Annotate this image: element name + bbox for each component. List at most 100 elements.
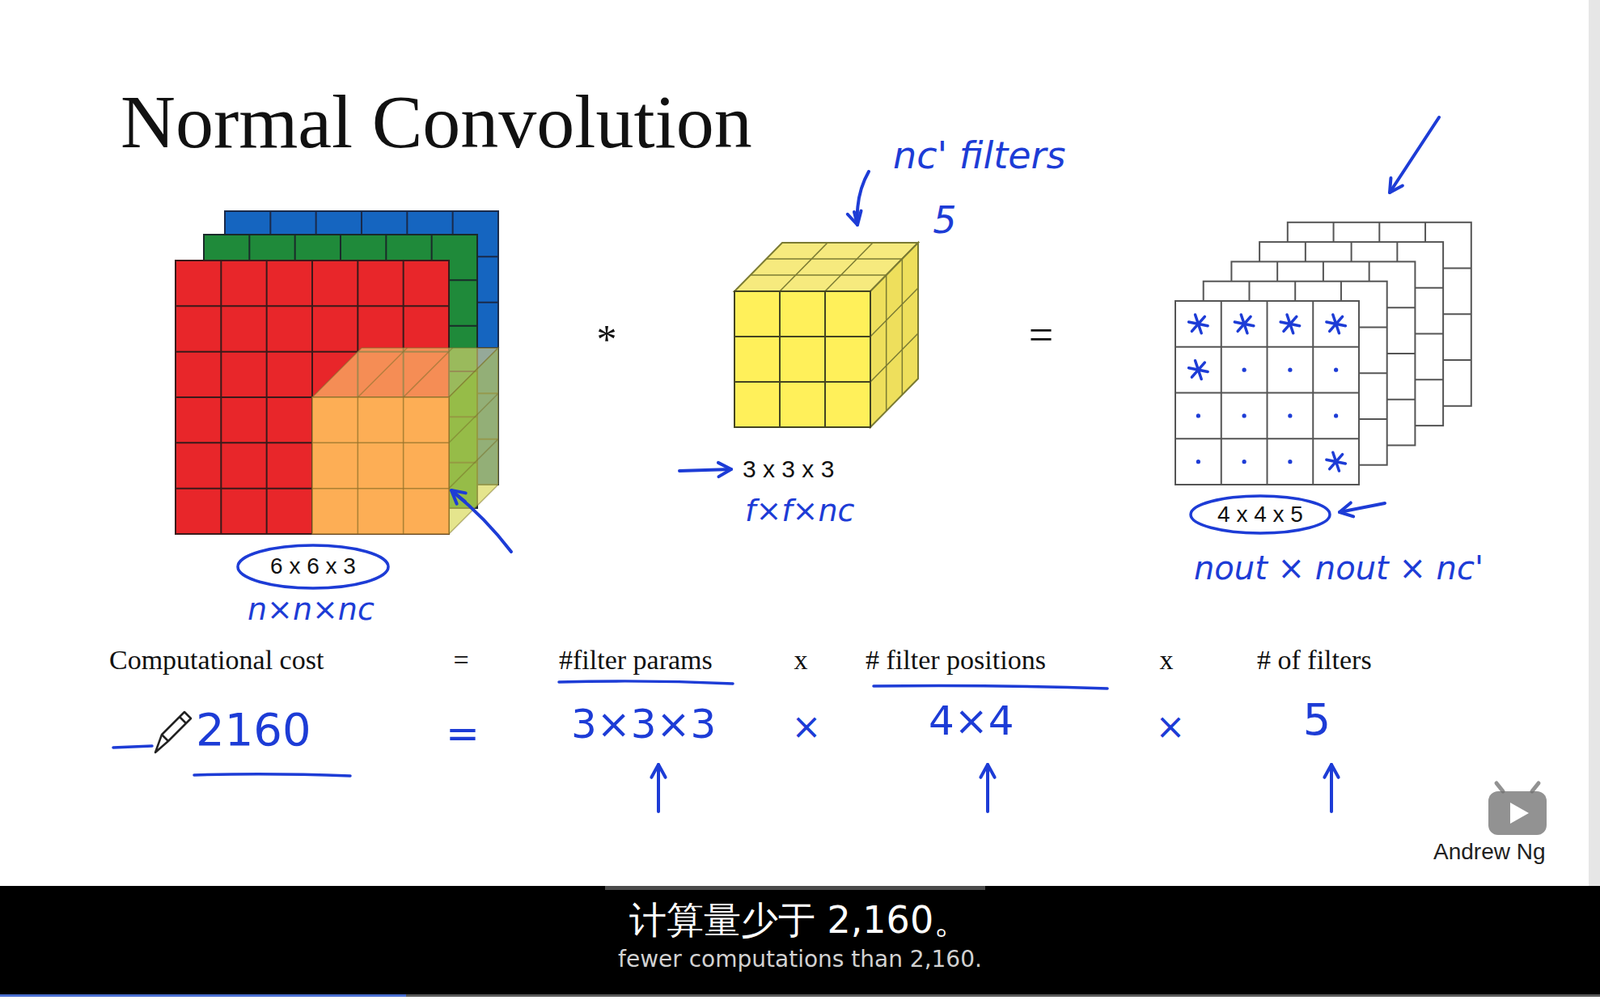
formula-marks	[113, 681, 1339, 812]
dot-mark	[1287, 459, 1292, 464]
arrow-head	[847, 211, 862, 225]
underline	[194, 774, 351, 776]
formula-operator: x	[794, 643, 809, 676]
underline	[873, 685, 1108, 689]
arrow-line	[986, 764, 990, 812]
formula-operator: =	[452, 643, 469, 676]
bilibili-icon	[1488, 791, 1547, 835]
star-mark	[1191, 362, 1205, 377]
bilibili-icon-ear	[1496, 783, 1503, 792]
subtitle-chinese: 计算量少于 2,160。	[0, 898, 1600, 942]
circled-dimension: 6 x 6 x 3	[236, 543, 390, 590]
grid-line	[448, 393, 499, 443]
handwritten-value: 5	[1303, 694, 1331, 745]
dot-mark	[1287, 413, 1292, 418]
slide-title: Normal Convolution	[120, 77, 753, 166]
grid-line	[778, 291, 781, 428]
star-mark	[1237, 316, 1251, 331]
input-volume	[175, 211, 499, 534]
grid-line	[901, 258, 904, 395]
formula-term: # of filters	[1257, 643, 1372, 676]
filter-cube	[734, 242, 919, 428]
pencil-body	[155, 711, 191, 753]
arrow-head	[1389, 177, 1403, 193]
operator-symbol: =	[1028, 309, 1054, 360]
progress-rest	[406, 994, 1600, 997]
grid-cell-area	[1175, 300, 1359, 485]
dot-mark	[1242, 413, 1247, 418]
progress-played	[0, 994, 407, 997]
grid-line	[1312, 300, 1314, 485]
grid-line	[766, 258, 902, 260]
grid-line	[1175, 392, 1359, 394]
subtitle-english: fewer computations than 2,160.	[0, 946, 1600, 973]
grid-line	[870, 333, 919, 382]
handwritten-value: 3×3×3	[571, 701, 716, 749]
cube-side-face	[870, 242, 919, 428]
formula-term: # filter positions	[865, 643, 1046, 676]
grid-cell-area	[734, 291, 871, 428]
grid-cell-area	[312, 397, 449, 534]
dot-mark	[1242, 459, 1247, 464]
play-triangle	[1510, 802, 1529, 824]
dimension-label: 6 x 6 x 3	[270, 553, 356, 580]
grid-cell-area	[175, 260, 449, 534]
arrow-head	[718, 462, 732, 477]
author-watermark: Andrew Ng	[1433, 838, 1546, 865]
formula-term: #filter params	[558, 643, 713, 676]
arrow-line	[679, 469, 732, 471]
star-mark	[1329, 316, 1343, 331]
operator-symbol: *	[596, 316, 618, 364]
grid-line	[448, 439, 499, 489]
handwritten-note: nout × nout × nc'	[1193, 549, 1484, 587]
handwritten-value: 4×4	[928, 698, 1015, 745]
grid-line	[870, 287, 919, 337]
output-volume	[1175, 222, 1472, 485]
star-mark	[1191, 316, 1205, 331]
dot-mark	[1333, 368, 1338, 373]
grid-line	[885, 275, 888, 411]
grid-line	[734, 335, 871, 338]
dot-mark	[1333, 413, 1338, 418]
dimension-label: 3 x 3 x 3	[742, 455, 834, 484]
handwritten-note: f×f×nc	[744, 493, 855, 530]
underline	[558, 681, 733, 684]
grid-line	[402, 260, 405, 534]
dot-mark	[1196, 459, 1201, 464]
grid-line	[403, 347, 453, 398]
star-mark	[1283, 316, 1297, 331]
arrow-head	[1339, 502, 1354, 517]
grid-line	[312, 442, 449, 445]
ellipse-stroke	[237, 545, 389, 589]
formula-operator: x	[1159, 643, 1174, 676]
circled-dimension: 4 x 4 x 5	[1189, 494, 1332, 535]
arrow-head	[980, 764, 995, 778]
subtitle-band: 计算量少于 2,160。 fewer computations than 2,16…	[0, 885, 1600, 997]
arrow-line	[656, 764, 661, 812]
pencil-tip-line	[161, 734, 169, 741]
grid-line	[175, 487, 449, 490]
grid-line	[312, 487, 449, 490]
handwritten-operator: ×	[1155, 706, 1186, 748]
grid-line	[357, 347, 407, 398]
formula-term: Computational cost	[109, 643, 324, 676]
dot-mark	[1242, 368, 1247, 373]
arrow-line	[1329, 764, 1334, 812]
grid-line	[824, 291, 826, 428]
grid-line	[825, 242, 873, 292]
grid-line	[402, 397, 405, 534]
handwritten-note: n×n×nc	[247, 592, 375, 628]
handwritten-operator: =	[445, 711, 480, 758]
grid-line	[356, 260, 359, 534]
star-mark	[1329, 454, 1343, 470]
grid-line	[1175, 437, 1359, 440]
handwritten-note: nc' filters	[893, 134, 1066, 178]
arrow-line	[1389, 117, 1440, 193]
overlay-side-face	[448, 347, 499, 534]
arrow-head	[1324, 764, 1338, 778]
dot-mark	[1196, 413, 1201, 418]
dot-mark	[1287, 368, 1292, 373]
grid-line	[357, 397, 360, 534]
grid-line	[779, 242, 828, 292]
handwritten-note: 5	[932, 198, 957, 242]
